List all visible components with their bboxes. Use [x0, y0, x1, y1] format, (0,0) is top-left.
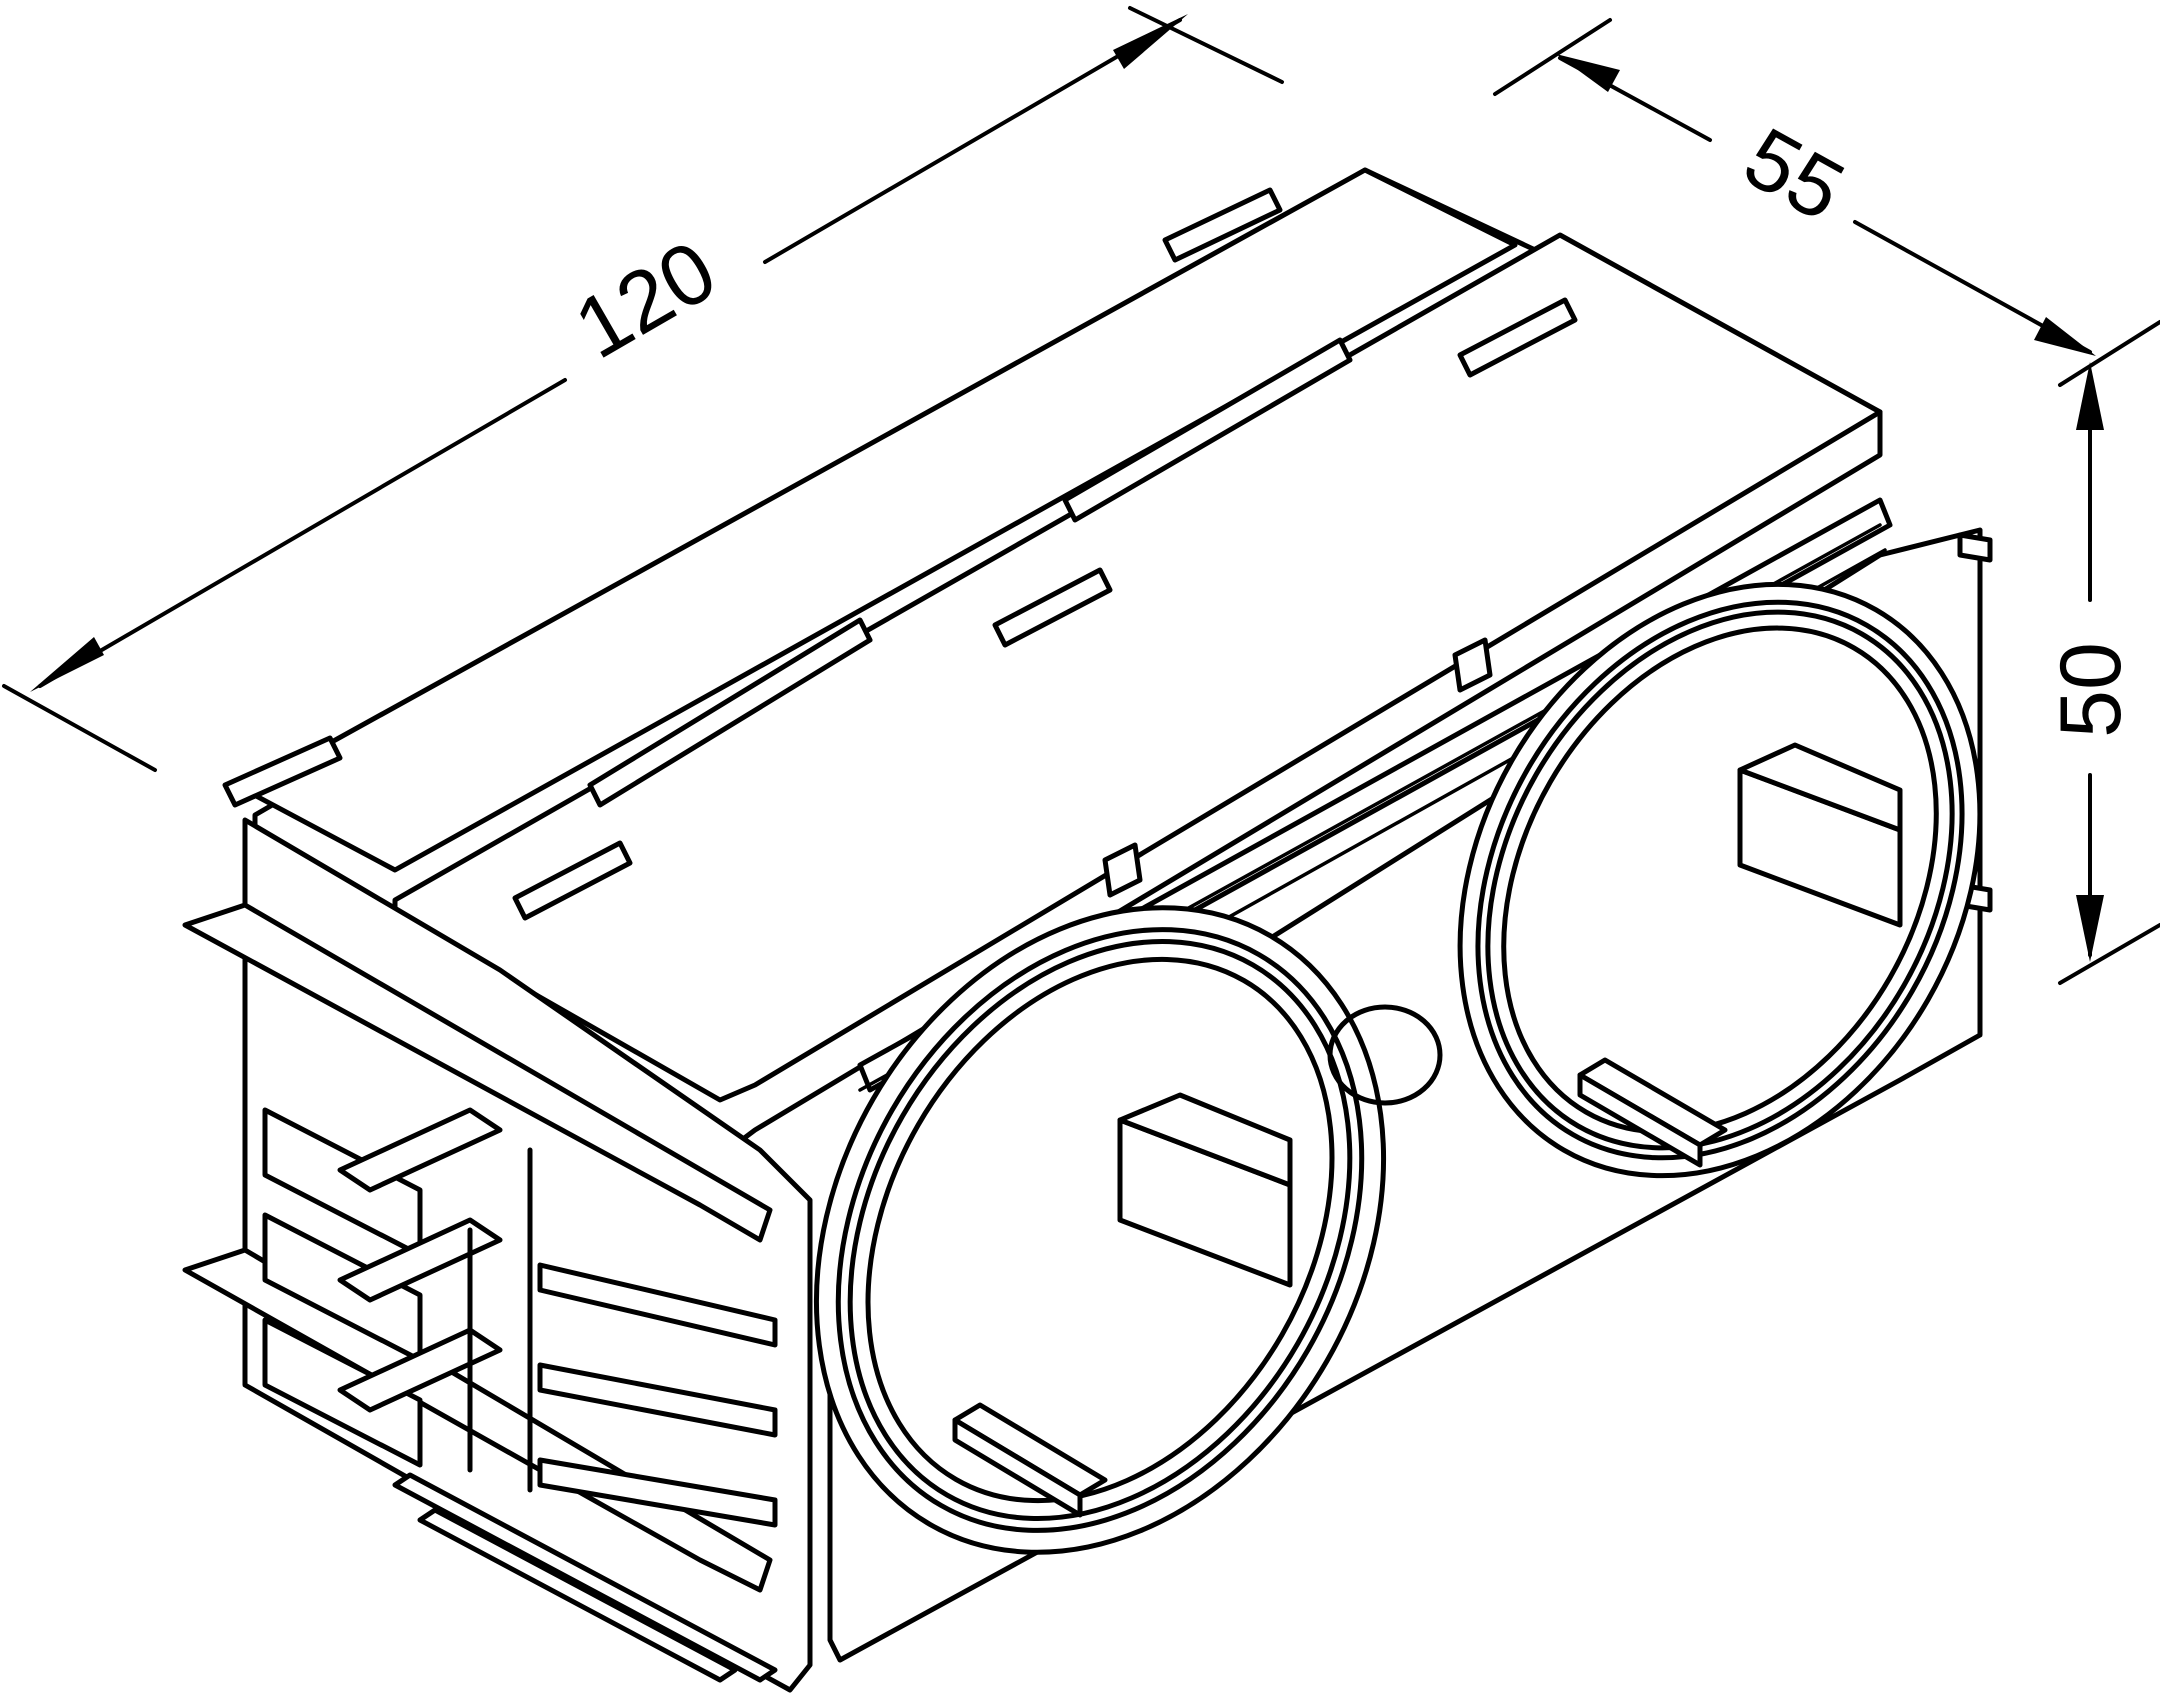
- socket-ring: [847, 939, 1353, 1521]
- terminal-clip: [337, 1217, 503, 1303]
- extension-line-depth-front: [2058, 320, 2160, 387]
- terminal-clip: [337, 1107, 503, 1193]
- arrow-length-left: [30, 637, 104, 692]
- arrow-height-bottom: [2076, 895, 2104, 962]
- lid-rib: [587, 617, 873, 808]
- rail-clip: [1102, 842, 1143, 898]
- socket-opening-right: [1457, 581, 1983, 1179]
- box-body: [182, 167, 1993, 1693]
- socket-outer-ring: [1457, 581, 1983, 1179]
- knockout-circle: [1327, 1004, 1443, 1106]
- socket-ring: [1485, 609, 1955, 1151]
- rail-clip: [1452, 637, 1493, 693]
- terminal-slots: [262, 1107, 778, 1528]
- dimension-depth: 55: [1493, 18, 2160, 387]
- lid-rib: [1062, 337, 1353, 523]
- dimension-height-label: 50: [2043, 642, 2139, 738]
- extension-line-right: [1128, 6, 1284, 84]
- extension-line-depth-back: [1493, 18, 1612, 96]
- lid-plate-left: [242, 167, 1518, 873]
- lid-slot: [1457, 297, 1578, 378]
- arrow-length-right: [1113, 14, 1188, 69]
- socket-contact-bar: [952, 1417, 1083, 1518]
- extension-line-left: [2, 684, 157, 772]
- socket-contact-block: [1117, 1092, 1293, 1188]
- socket-contact-bar: [1577, 1072, 1703, 1168]
- lid-slot: [512, 840, 633, 921]
- socket-contact-block: [1737, 742, 1903, 833]
- socket-ring: [835, 927, 1365, 1533]
- dimension-height: 50: [2043, 362, 2160, 985]
- socket-opening-left: [813, 905, 1387, 1555]
- socket-inner-ring: [865, 956, 1335, 1504]
- dimension-line-length-a: [38, 378, 567, 688]
- terminal-tongue: [537, 1262, 778, 1348]
- terminal-clip: [337, 1327, 503, 1413]
- lid-slot: [992, 567, 1113, 648]
- arrow-depth-front: [2034, 317, 2096, 356]
- base-rail: [417, 1507, 738, 1683]
- terminal-tongue: [537, 1457, 778, 1528]
- side-plate-bottom: [182, 1247, 773, 1593]
- arrow-depth-back: [1556, 54, 1620, 92]
- extension-line-height-bottom: [2058, 923, 2160, 985]
- right-lug: [1957, 532, 1993, 563]
- socket-inner-ring: [1501, 625, 1939, 1135]
- base-rail: [392, 1472, 778, 1683]
- lid-rib: [1162, 187, 1283, 263]
- dimension-line-length-b: [763, 18, 1182, 264]
- dimension-depth-label: 55: [1729, 109, 1859, 239]
- arrow-height-top: [2076, 362, 2104, 430]
- terminal-tongue: [537, 1362, 778, 1438]
- side-plate-top: [182, 902, 773, 1243]
- lid-slots: [222, 187, 1578, 921]
- socket-ring: [1475, 599, 1965, 1161]
- lid-rib: [222, 735, 343, 808]
- dimension-length-label: 120: [559, 222, 731, 377]
